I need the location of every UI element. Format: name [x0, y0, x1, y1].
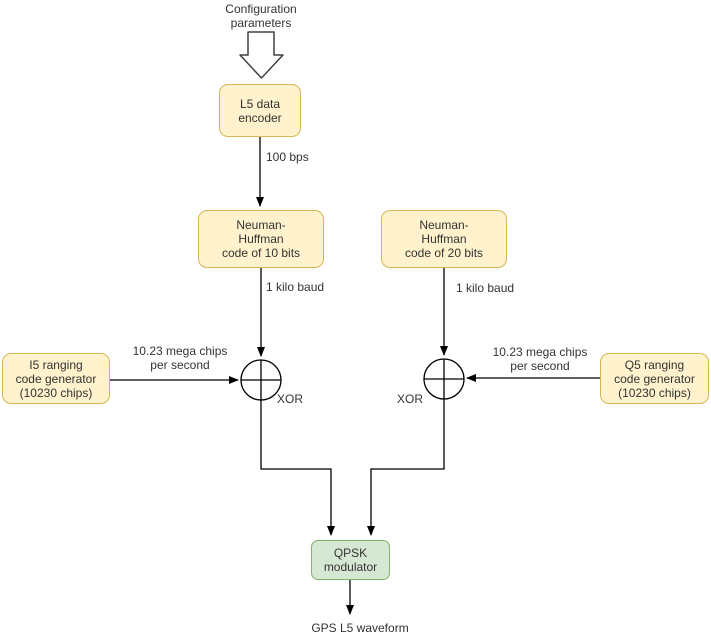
- xor-q-plus-icon: [424, 359, 464, 399]
- output-waveform-label: GPS L5 waveform: [311, 621, 409, 635]
- chip-rate-q-label: 10.23 mega chips per second: [492, 345, 588, 373]
- node-q5-ranging-code-generator: Q5 ranging code generator (10230 chips): [600, 353, 709, 404]
- symbol-rate-q-label: 1 kilo baud: [456, 281, 515, 295]
- xor-q-label: XOR: [397, 392, 424, 406]
- node-l5-data-encoder: L5 data encoder: [219, 84, 301, 137]
- chip-rate-i-label: 10.23 mega chips per second: [132, 344, 228, 372]
- config-down-block-arrow-icon: [239, 31, 284, 79]
- symbol-rate-i-label: 1 kilo baud: [266, 280, 325, 294]
- data-rate-label: 100 bps: [266, 150, 309, 164]
- xor-q-symbol: [423, 358, 465, 400]
- xor-i-symbol: [240, 359, 282, 401]
- node-qpsk-modulator: QPSK modulator: [311, 540, 390, 580]
- node-neuman-huffman-20: Neuman- Huffman code of 20 bits: [381, 210, 507, 268]
- edge-xor-q-to-qpsk: [367, 399, 445, 536]
- xor-i-plus-icon: [241, 360, 281, 400]
- config-parameters-label: Configuration parameters: [225, 2, 297, 30]
- node-neuman-huffman-10: Neuman- Huffman code of 10 bits: [198, 210, 324, 268]
- node-i5-ranging-code-generator: I5 ranging code generator (10230 chips): [2, 353, 110, 404]
- xor-i-label: XOR: [277, 392, 304, 406]
- edge-xor-i-to-qpsk: [260, 400, 335, 536]
